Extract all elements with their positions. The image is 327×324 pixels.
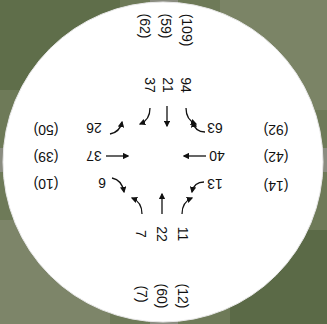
volume-count: 6 (98, 176, 106, 190)
volume-count: (60) (155, 284, 169, 309)
volume-count: 11 (176, 227, 190, 242)
volume-count: (12) (176, 284, 190, 309)
volume-count: 63 (207, 121, 223, 135)
volume-count: (62) (138, 14, 152, 39)
volume-count: 7 (134, 230, 148, 238)
volume-count: (14) (264, 179, 289, 193)
volume-count: 37 (86, 149, 102, 163)
volume-count: (39) (34, 150, 59, 164)
volume-count: 13 (207, 177, 223, 191)
volume-count: 22 (155, 226, 169, 242)
volume-count: (92) (264, 123, 289, 137)
volume-count: (59) (159, 14, 173, 39)
volume-count: 40 (209, 149, 225, 163)
volume-count: 94 (179, 77, 193, 93)
volume-count: (10) (34, 177, 59, 191)
volume-count: (42) (264, 150, 289, 164)
volume-count: 37 (143, 77, 157, 93)
volume-count: (109) (180, 14, 194, 47)
volume-count: (50) (34, 123, 59, 137)
volume-count: 21 (161, 77, 175, 93)
volume-count: 26 (86, 121, 102, 135)
volume-count: (7) (135, 285, 149, 302)
